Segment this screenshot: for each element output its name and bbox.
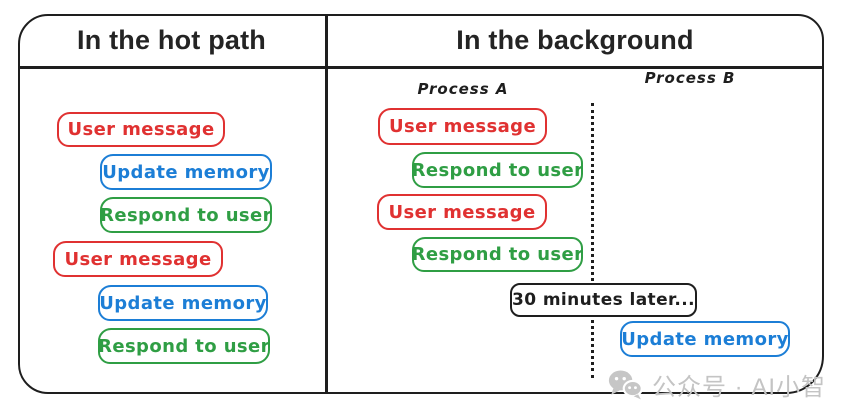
- step-user-message: User message: [378, 108, 547, 145]
- step-update-memory: Update memory: [100, 154, 272, 190]
- process-b-label: Process B: [644, 69, 736, 87]
- watermark: 公众号 · AI小智: [608, 367, 826, 402]
- process-a-label: Process A: [417, 80, 509, 98]
- step-update-memory: Update memory: [98, 285, 268, 321]
- step-user-message: User message: [377, 194, 547, 230]
- step-user-message: User message: [57, 112, 225, 147]
- panel-divider-line: [325, 15, 328, 393]
- wechat-icon: [608, 369, 644, 400]
- step-respond-to-user: Respond to user: [412, 152, 583, 188]
- watermark-text: 公众号 · AI小智: [652, 374, 827, 401]
- hot-path-panel-title: In the hot path: [77, 24, 266, 55]
- header-divider-line: [19, 66, 823, 69]
- process-separator-dotted-line: [591, 103, 594, 378]
- step-respond-to-user: Respond to user: [98, 328, 270, 364]
- step-respond-to-user: Respond to user: [412, 237, 583, 272]
- step-user-message: User message: [53, 241, 223, 277]
- step-update-memory: Update memory: [620, 321, 790, 357]
- background-panel-title: In the background: [456, 24, 694, 55]
- diagram-outer-frame: [18, 14, 824, 394]
- delay-note-box: 30 minutes later...: [510, 283, 697, 317]
- step-respond-to-user: Respond to user: [100, 197, 272, 233]
